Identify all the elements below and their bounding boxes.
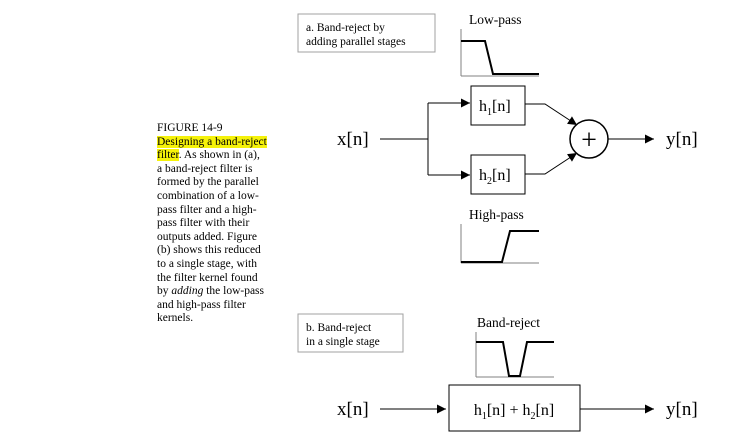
adder-symbol: + — [581, 125, 597, 156]
combined-kernel-block — [448, 384, 581, 432]
panel-b-input-label: x[n] — [337, 399, 369, 420]
lowpass-curve — [461, 40, 539, 75]
panel-b-label-line1: b. Band-reject — [306, 322, 372, 334]
panel-a-label-line2: adding parallel stages — [306, 36, 406, 48]
h1-label: h1[n] — [479, 98, 511, 118]
lowpass-response-plot — [460, 29, 539, 77]
panel-a-input-label: x[n] — [337, 129, 369, 150]
caption-text-2: the low-pass and high-pass filter kernel… — [157, 285, 265, 325]
panel-a-label-line1: a. Band-reject by — [306, 22, 385, 34]
panel-a: a. Band-reject by adding parallel stages… — [297, 12, 698, 264]
lowpass-title: Low-pass — [469, 12, 522, 27]
highpass-curve — [461, 230, 539, 263]
h2-block — [470, 154, 526, 195]
caption-emphasis: adding — [171, 285, 204, 298]
caption-text-1: . As shown in (a), a band-reject filter … — [157, 149, 261, 298]
bandreject-title: Band-reject — [477, 315, 540, 330]
panel-a-output-label: y[n] — [666, 129, 698, 150]
panel-b-label-line2: in a single stage — [306, 336, 380, 348]
bandreject-response-plot — [475, 332, 554, 378]
h2-to-adder — [525, 152, 578, 175]
highpass-response-plot — [460, 224, 539, 264]
bandreject-curve — [476, 341, 554, 377]
highpass-title: High-pass — [469, 207, 524, 222]
h2-label: h2[n] — [479, 167, 511, 187]
panel-b-label-box — [297, 313, 404, 353]
h1-to-adder — [525, 103, 578, 126]
figure-label: FIGURE 14-9 — [157, 122, 223, 134]
panel-a-label-box — [297, 13, 436, 53]
combined-kernel-label: h1[n] + h2[n] — [474, 402, 554, 422]
panel-b-output-label: y[n] — [666, 399, 698, 420]
h1-block — [470, 85, 526, 126]
panel-b: b. Band-reject in a single stage Band-re… — [297, 313, 698, 432]
